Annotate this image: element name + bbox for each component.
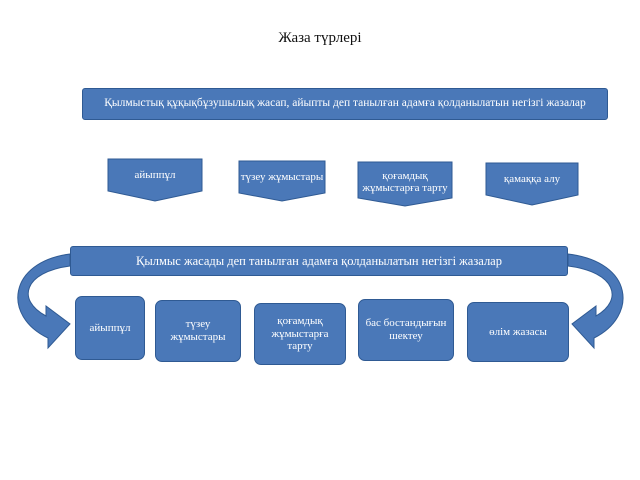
bottom-item-1: айыппұл [75,296,145,360]
top-item-4: қамаққа алу [503,173,561,186]
right-curved-arrow-icon [567,253,624,350]
top-item-1: айыппұл [134,169,176,182]
top-item-shape-2 [238,160,326,202]
bottom-item-4: бас бостандығын шектеу [358,299,454,361]
bottom-item-2: түзеу жұмыстары [155,300,241,362]
page-title: Жаза түрлері [278,30,362,46]
top-item-shape-1 [107,158,203,202]
top-item-shape-4 [485,162,579,206]
top-item-2: түзеу жұмыстары [240,171,324,184]
top-item-shape-3 [357,161,453,207]
bottom-item-3: қоғамдық жұмыстарға тарту [254,303,346,365]
top-banner: Қылмыстық құқықбұзушылық жасап, айыпты д… [82,88,608,120]
bottom-banner: Қылмыс жасады деп танылған адамға қолдан… [70,246,568,276]
top-item-3: қоғамдық жұмыстарға тарту [362,169,448,194]
left-curved-arrow-icon [17,253,71,350]
bottom-item-5: өлім жазасы [467,302,569,362]
